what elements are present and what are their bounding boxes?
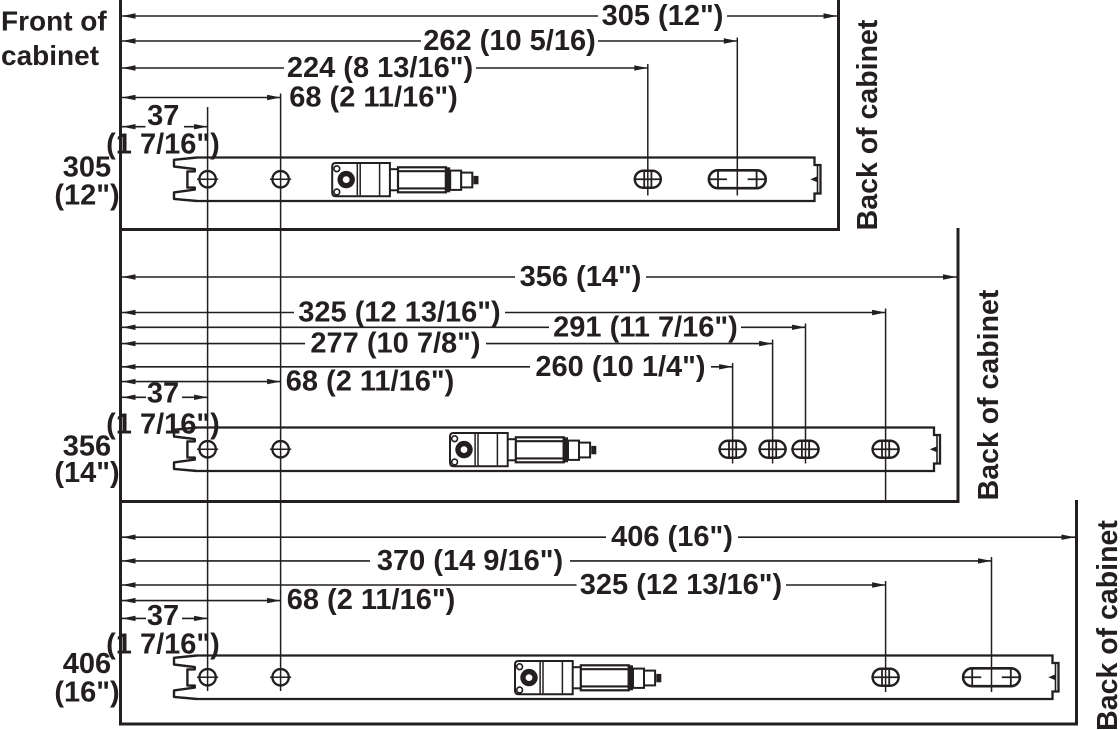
svg-text:406: 406	[63, 648, 111, 680]
svg-text:68 (2 11/16"): 68 (2 11/16")	[286, 366, 455, 398]
svg-text:37: 37	[147, 600, 179, 632]
svg-text:356: 356	[63, 431, 111, 463]
svg-text:(1 7/16"): (1 7/16")	[106, 629, 220, 661]
svg-text:370 (14 9/16"): 370 (14 9/16")	[377, 545, 563, 577]
svg-text:Front of: Front of	[1, 6, 107, 37]
svg-text:325 (12 13/16"): 325 (12 13/16")	[580, 569, 782, 601]
svg-text:325 (12 13/16"): 325 (12 13/16")	[298, 297, 500, 329]
svg-text:305 (12"): 305 (12")	[602, 0, 724, 32]
svg-text:262 (10 5/16): 262 (10 5/16)	[423, 25, 596, 57]
svg-text:(16"): (16")	[54, 677, 119, 709]
svg-text:(1 7/16"): (1 7/16")	[106, 409, 220, 441]
svg-text:406 (16"): 406 (16")	[611, 521, 733, 553]
svg-text:Back of cabinet: Back of cabinet	[973, 289, 1005, 500]
svg-text:224 (8 13/16"): 224 (8 13/16")	[287, 52, 473, 84]
svg-text:(12"): (12")	[54, 180, 119, 212]
svg-text:(14"): (14")	[54, 457, 119, 489]
svg-text:37: 37	[147, 100, 179, 132]
svg-text:277 (10 7/8"): 277 (10 7/8")	[310, 328, 480, 360]
svg-text:(1 7/16"): (1 7/16")	[106, 129, 220, 161]
svg-text:260 (10 1/4"): 260 (10 1/4")	[535, 351, 705, 383]
svg-text:305: 305	[63, 152, 111, 184]
svg-text:37: 37	[147, 378, 179, 410]
svg-text:291 (11 7/16"): 291 (11 7/16")	[553, 312, 738, 344]
svg-text:68 (2 11/16"): 68 (2 11/16")	[289, 82, 458, 114]
svg-text:68 (2 11/16"): 68 (2 11/16")	[287, 584, 456, 616]
svg-text:356 (14"): 356 (14")	[520, 261, 642, 293]
svg-text:Back of cabinet: Back of cabinet	[852, 19, 884, 230]
svg-text:Back of cabinet: Back of cabinet	[1092, 520, 1120, 730]
svg-text:cabinet: cabinet	[1, 40, 99, 71]
